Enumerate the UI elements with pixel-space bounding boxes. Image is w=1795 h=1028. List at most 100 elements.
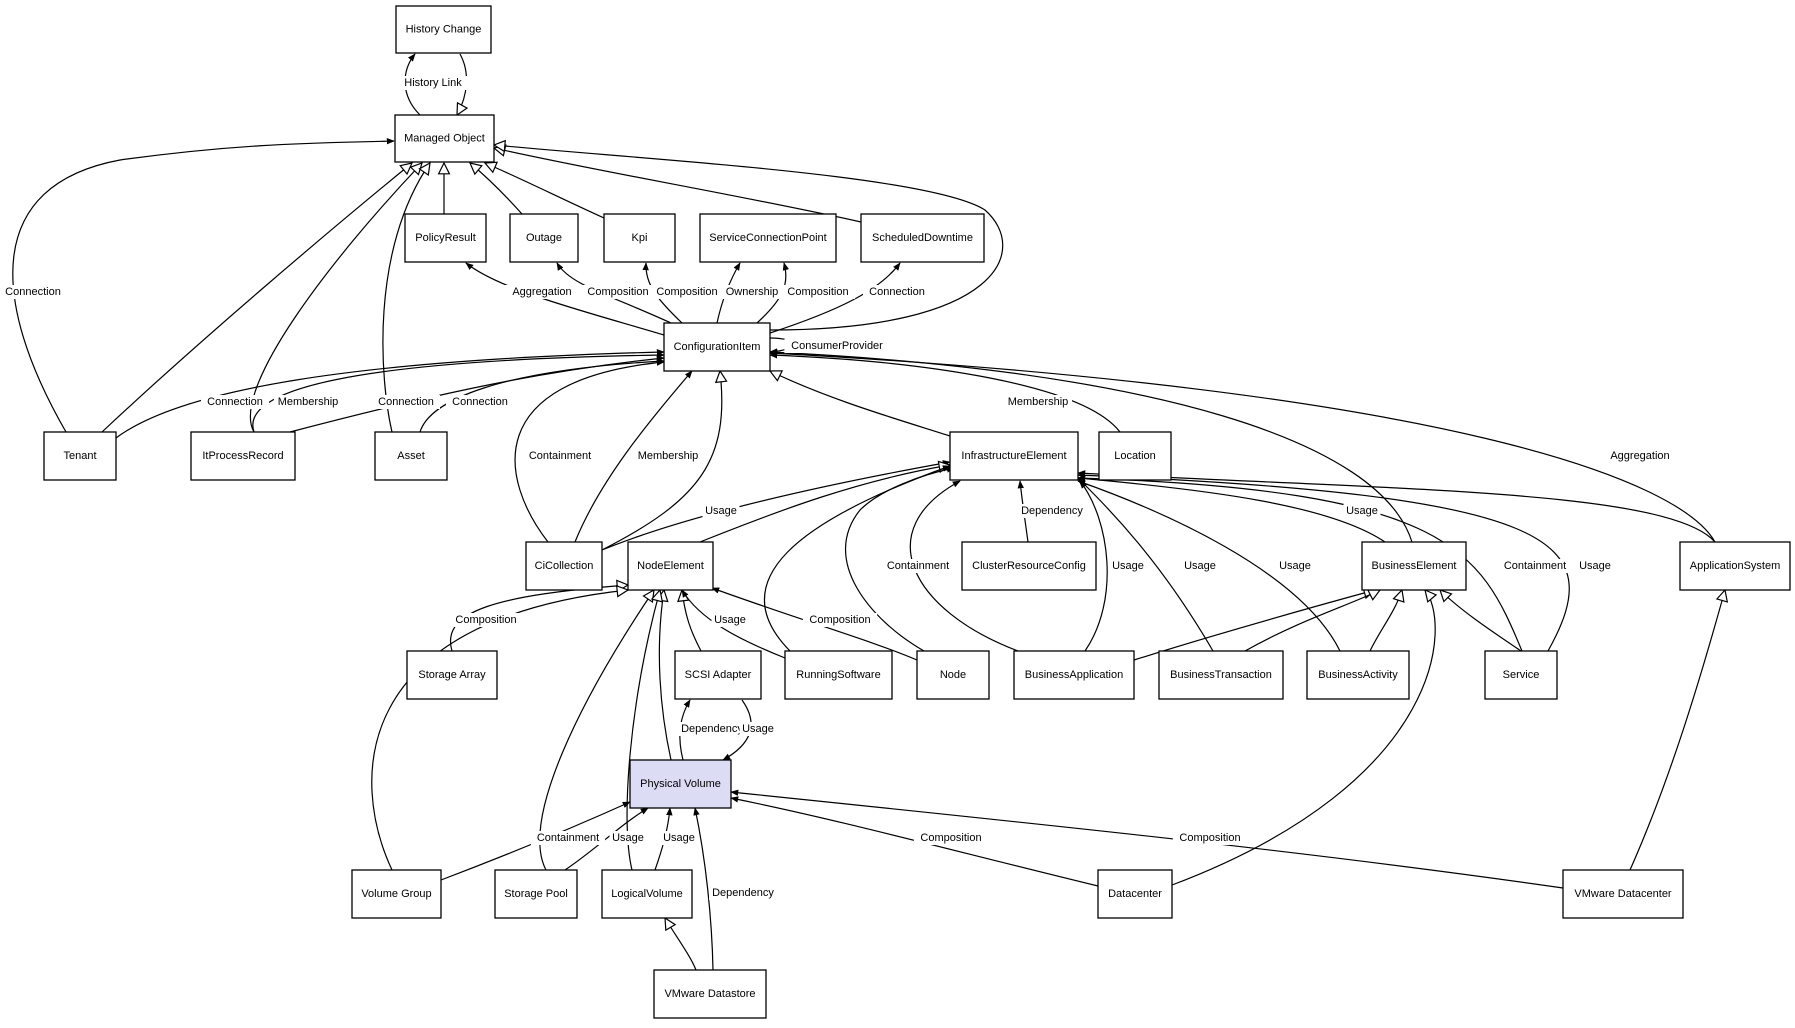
class-box: [860, 213, 985, 263]
class-node-storage-pool[interactable]: Storage Pool: [494, 869, 578, 919]
edge-label: Containment: [529, 450, 591, 462]
class-node-scsi-adapter[interactable]: SCSI Adapter: [674, 650, 762, 700]
edge-label: Containment: [1504, 560, 1566, 572]
class-node-kpi[interactable]: Kpi: [603, 213, 676, 263]
edge-group: [1079, 480, 1108, 652]
edge-group: [711, 587, 918, 661]
edge-business-transaction-to-infrastructure-element: [1077, 477, 1214, 652]
edge-configuration-item-to-managed-object: [494, 145, 1004, 331]
class-box: [525, 541, 603, 591]
class-node-volume-group[interactable]: Volume Group: [351, 869, 442, 919]
class-node-business-transaction[interactable]: BusinessTransaction: [1158, 650, 1284, 700]
edge-label: History Link: [404, 77, 462, 89]
edge-label-background: [522, 449, 598, 463]
edge-label-background: [802, 613, 878, 627]
edge-asset-to-managed-object: [382, 163, 430, 433]
edge-label-background: [913, 831, 989, 845]
edge-label: Composition: [587, 286, 648, 298]
edge-group: [1077, 475, 1523, 652]
class-box: [1484, 650, 1558, 700]
class-node-vmware-datacenter[interactable]: VMware Datacenter: [1562, 869, 1684, 919]
class-node-physical-volume[interactable]: Physical Volume: [629, 759, 732, 809]
class-node-datacenter[interactable]: Datacenter: [1097, 869, 1173, 919]
class-box: [394, 114, 495, 163]
edge-it-process-record-to-configuration-item: [252, 351, 665, 433]
edge-group: [1077, 477, 1214, 652]
class-node-business-application[interactable]: BusinessApplication: [1013, 650, 1135, 700]
edge-ci-collection-to-infrastructure-element: [601, 460, 951, 551]
class-node-vmware-datastore[interactable]: VMware Datastore: [653, 969, 767, 1019]
class-label: SCSI Adapter: [685, 669, 752, 681]
class-node-history-change[interactable]: History Change: [395, 5, 492, 54]
edge-label: Usage: [1579, 560, 1611, 572]
class-node-application-system[interactable]: ApplicationSystem: [1679, 541, 1791, 591]
edge-group: [1077, 470, 1716, 543]
class-label: LogicalVolume: [611, 888, 683, 900]
edge-label: Usage: [1346, 505, 1378, 517]
class-box: [1361, 541, 1467, 591]
class-node-managed-object[interactable]: Managed Object: [394, 114, 495, 163]
class-label: ItProcessRecord: [202, 450, 283, 462]
edge-label: Dependency: [1021, 505, 1083, 517]
class-node-policy-result[interactable]: PolicyResult: [404, 213, 487, 263]
class-label: BusinessElement: [1372, 560, 1457, 572]
edge-label: Composition: [920, 832, 981, 844]
edge-group: [769, 350, 1716, 543]
class-node-logical-volume[interactable]: LogicalVolume: [601, 869, 693, 919]
class-node-node[interactable]: Node: [916, 650, 990, 700]
class-node-cluster-resource-config[interactable]: ClusterResourceConfig: [961, 541, 1097, 591]
class-node-running-software[interactable]: RunningSoftware: [784, 650, 893, 700]
class-node-tenant[interactable]: Tenant: [43, 431, 117, 481]
edge-datacenter-to-physical-volume: [730, 796, 1099, 887]
class-label: History Change: [406, 24, 482, 36]
edge-group: [249, 163, 422, 433]
edge-label-background: [609, 831, 647, 845]
edge-group: [12, 138, 395, 433]
class-label: InfrastructureElement: [961, 450, 1066, 462]
class-box: [653, 969, 767, 1019]
edge-it-process-record-to-configuration-item: [289, 355, 665, 433]
class-label: Kpi: [632, 232, 648, 244]
class-node-business-activity[interactable]: BusinessActivity: [1306, 650, 1410, 700]
class-box: [699, 213, 837, 263]
class-label: ScheduledDowntime: [872, 232, 973, 244]
class-node-asset[interactable]: Asset: [374, 431, 448, 481]
edge-group: [1440, 590, 1522, 652]
class-node-business-element[interactable]: BusinessElement: [1361, 541, 1467, 591]
edge-label-background: [678, 722, 746, 736]
class-node-configuration-item[interactable]: ConfigurationItem: [663, 322, 771, 372]
class-label: ApplicationSystem: [1690, 560, 1781, 572]
edge-group: [470, 163, 523, 215]
class-label: RunningSoftware: [796, 669, 880, 681]
class-node-node-element[interactable]: NodeElement: [627, 541, 714, 591]
edge-label: Ownership: [726, 286, 779, 298]
class-node-storage-array[interactable]: Storage Array: [406, 650, 498, 700]
class-box: [784, 650, 893, 700]
edge-label-background: [1172, 831, 1248, 845]
edge-label: Usage: [1112, 560, 1144, 572]
edge-storage-pool-to-physical-volume: [564, 807, 649, 871]
edge-label-background: [1181, 559, 1219, 573]
class-node-outage[interactable]: Outage: [509, 213, 579, 263]
edge-group: [1629, 590, 1725, 871]
edge-label: Dependency: [681, 723, 743, 735]
class-box: [494, 869, 578, 919]
edge-tenant-to-managed-object: [101, 163, 412, 433]
edge-group: [1244, 590, 1380, 652]
class-node-ci-collection[interactable]: CiCollection: [525, 541, 603, 591]
class-node-scheduled-downtime[interactable]: ScheduledDowntime: [860, 213, 985, 263]
class-box: [1679, 541, 1791, 591]
class-box: [404, 213, 487, 263]
class-node-location[interactable]: Location: [1098, 431, 1172, 481]
edge-group: [770, 371, 951, 437]
class-node-it-process-record[interactable]: ItProcessRecord: [190, 431, 296, 481]
class-node-service[interactable]: Service: [1484, 650, 1558, 700]
edge-group: [382, 163, 430, 433]
class-node-service-connection-point[interactable]: ServiceConnectionPoint: [699, 213, 837, 263]
edge-group: [1369, 590, 1402, 652]
edge-group: [514, 359, 665, 543]
edge-group: [494, 145, 1004, 331]
edge-group: [1133, 590, 1375, 661]
class-node-infrastructure-element[interactable]: InfrastructureElement: [949, 431, 1079, 481]
